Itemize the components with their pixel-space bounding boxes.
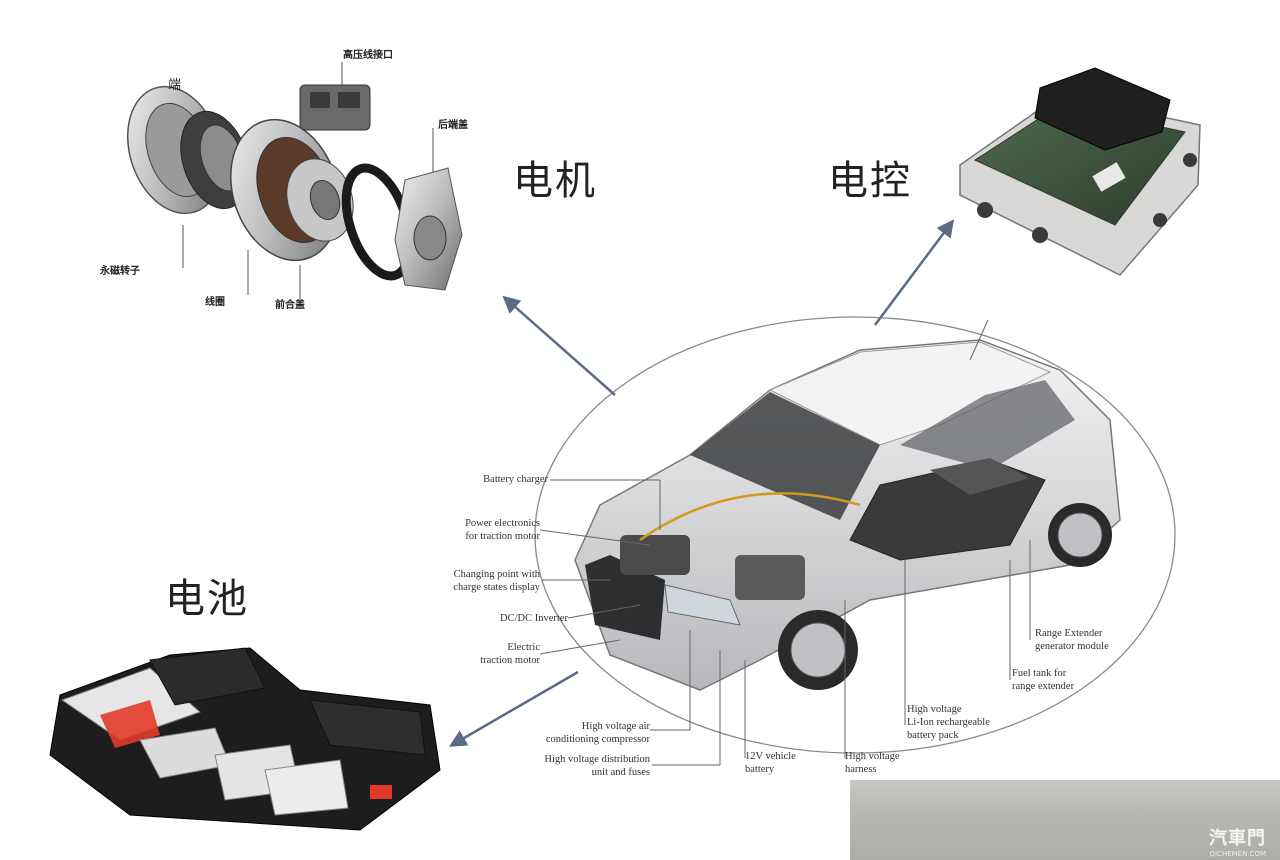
car-cutaway-image xyxy=(534,316,1176,766)
watermark-brand: 汽車門 xyxy=(1209,828,1266,849)
motor-label-rotor: 永磁转子 xyxy=(100,266,140,277)
battery-title: 电池 xyxy=(165,576,249,622)
motor-label-coil: 线圈 xyxy=(205,297,225,308)
car-label-battery-charger: Battery charger xyxy=(483,474,548,485)
car-label-range-extender: Range Extender generator module xyxy=(1035,628,1109,652)
car-label-traction-motor: Electric traction motor xyxy=(480,642,540,666)
motor-title: 电机 xyxy=(513,158,597,204)
controller-image xyxy=(959,67,1201,276)
car-label-power-electronics: Power electronics for traction motor xyxy=(465,518,540,542)
battery-pack-image xyxy=(49,647,441,831)
arrow-to-motor xyxy=(502,295,616,396)
car-label-charging-point: Changing point with charge states displa… xyxy=(453,569,540,593)
arrow-to-controller xyxy=(873,219,955,326)
watermark-background: 汽車門 QICHEMEN.COM xyxy=(850,780,1280,860)
car-label-ac-compressor: High voltage air conditioning compressor xyxy=(545,721,650,745)
motor-exploded-image xyxy=(126,62,463,300)
car-label-hv-harness: High voltage harness xyxy=(845,751,900,775)
car-label-hv-distribution: High voltage distribution unit and fuses xyxy=(544,754,650,778)
motor-label-connector: 高压线接口 xyxy=(343,50,393,61)
motor-label-end: 端 xyxy=(168,78,182,93)
car-label-12v-battery: 12V vehicle battery xyxy=(745,751,796,775)
controller-title: 电控 xyxy=(828,158,912,204)
car-label-li-ion-pack: High voltage Li-Ion rechargeable battery… xyxy=(907,704,990,741)
arrow-to-battery xyxy=(448,670,579,747)
motor-label-housing: 后端盖 xyxy=(438,120,468,131)
car-label-dcdc: DC/DC Inverter xyxy=(500,613,568,624)
watermark-url: QICHEMEN.COM xyxy=(1209,850,1266,858)
motor-label-cover: 前合盖 xyxy=(275,300,305,311)
car-label-fuel-tank: Fuel tank for range extender xyxy=(1012,668,1075,692)
